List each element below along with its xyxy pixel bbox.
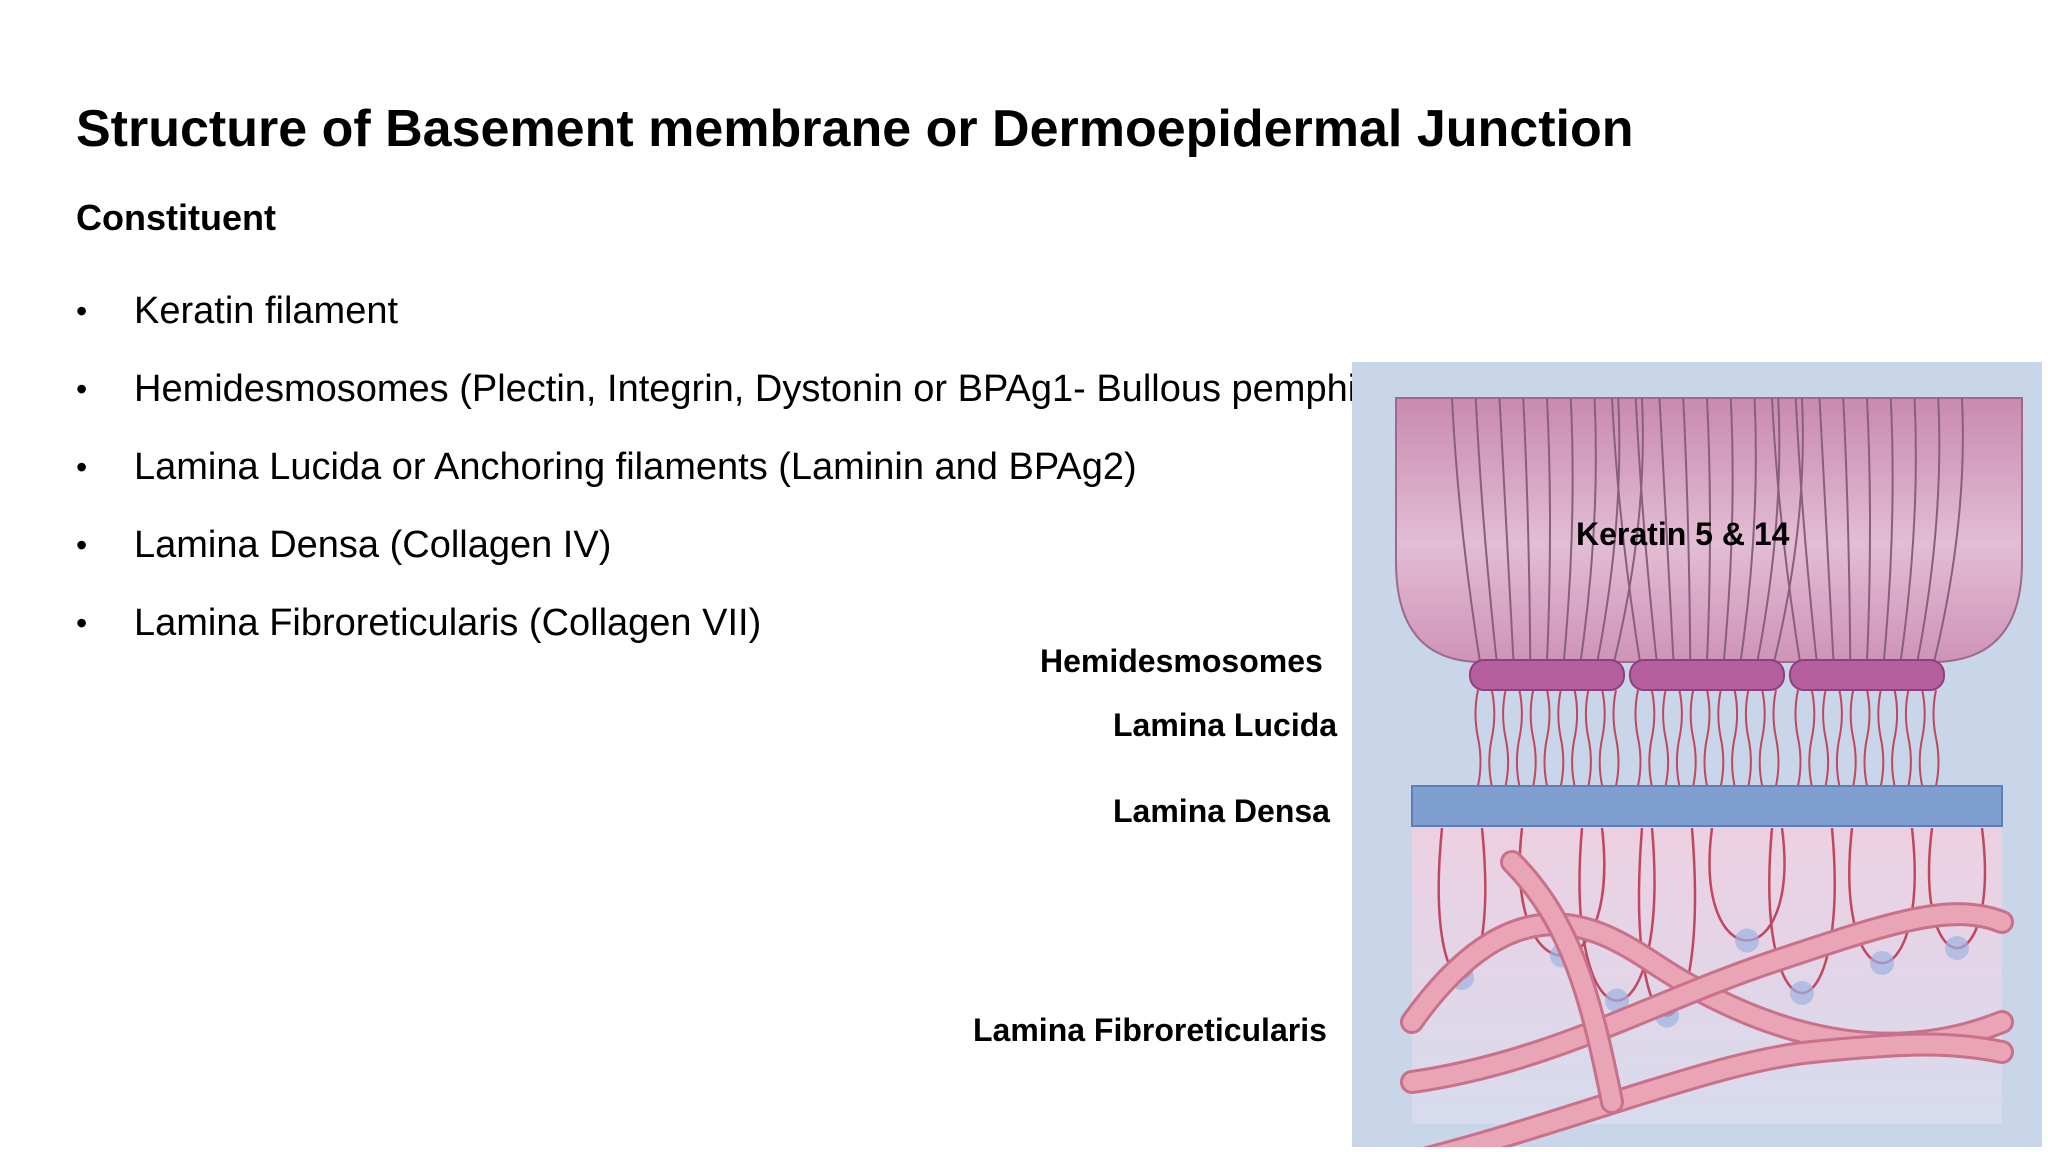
anchoring-filament — [1822, 689, 1830, 787]
keratin-filament — [1882, 397, 1894, 663]
label-keratin: Keratin 5 & 14 — [1576, 516, 1790, 552]
anchoring-filament — [1634, 689, 1642, 787]
anchoring-filament — [1557, 689, 1565, 787]
keratin-filament — [1546, 397, 1551, 663]
keratin-filament — [1579, 397, 1597, 663]
label-hemidesmosomes: Hemidesmosomes — [1040, 643, 1323, 679]
keratin-filament — [1933, 397, 1964, 663]
keratin-filament — [1842, 397, 1852, 663]
label-lamina-fibroreticularis: Lamina Fibroreticularis — [973, 1012, 1327, 1048]
anchoring-filament — [1515, 689, 1523, 787]
keratin-filament — [1866, 397, 1871, 663]
keratin-filament — [1771, 397, 1801, 663]
anchoring-filament — [1502, 689, 1510, 787]
keratin-filaments — [1451, 397, 1964, 663]
list-item: • Lamina Densa (Collagen IV) — [76, 506, 1608, 584]
collagen-fibers — [1400, 850, 2014, 1147]
anchoring-filament — [1488, 689, 1496, 787]
anchoring-filament — [1918, 689, 1926, 787]
anchoring-filament — [1529, 689, 1537, 787]
keratin-filament — [1794, 397, 1818, 663]
anchoring-filament — [1648, 689, 1656, 787]
keratin-filament — [1522, 397, 1532, 663]
anchoring-plaque — [1790, 981, 1814, 1005]
keratin-filament — [1634, 397, 1658, 663]
list-item-text: Lamina Fibroreticularis (Collagen VII) — [134, 601, 762, 644]
anchoring-filament — [1612, 689, 1620, 787]
hemidesmosome-plaque — [1469, 659, 1625, 691]
keratin-filament — [1682, 397, 1692, 663]
anchoring-plaque — [1870, 951, 1894, 975]
anchoring-filament — [1932, 689, 1940, 787]
anchoring-filament — [1689, 689, 1697, 787]
slide-title: Structure of Basement membrane or Dermoe… — [76, 100, 1634, 158]
keratin-filament — [1451, 397, 1481, 663]
anchoring-plaque — [1605, 988, 1629, 1013]
anchoring-filament — [1877, 689, 1885, 787]
keratin-filament — [1596, 397, 1621, 663]
anchoring-filament — [1717, 689, 1725, 787]
keratin-filament — [1818, 397, 1835, 663]
anchoring-filament — [1598, 689, 1606, 787]
keratin-filament — [1756, 397, 1781, 663]
label-lamina-densa: Lamina Densa — [1113, 793, 1330, 829]
basement-membrane-illustration — [1352, 362, 2042, 1147]
keratin-filament — [1916, 397, 1941, 663]
anchoring-filament — [1703, 689, 1711, 787]
list-item-text: Lamina Densa (Collagen IV) — [134, 523, 612, 566]
bullet-dot: • — [76, 292, 88, 329]
keratin-filament — [1613, 397, 1644, 663]
anchoring-filament — [1808, 689, 1816, 787]
basement-membrane-diagram: Keratin 5 & 14 — [1352, 362, 2042, 1147]
anchoring-filament — [1662, 689, 1670, 787]
keratin-filament — [1474, 397, 1498, 663]
anchoring-filament — [1571, 689, 1579, 787]
collagen-fiber — [1503, 853, 1621, 1111]
keratin-filament — [1773, 397, 1804, 663]
anchoring-filament — [1794, 689, 1802, 787]
keratin-filament — [1899, 397, 1917, 663]
keratin-filament — [1658, 397, 1675, 663]
bullet-dot: • — [76, 448, 88, 485]
list-item-text: Keratin filament — [134, 289, 399, 332]
collagen-fiber — [1434, 1035, 2011, 1147]
list-item: • Lamina Fibroreticularis (Collagen VII) — [76, 584, 1608, 662]
anchoring-filament — [1772, 689, 1780, 787]
hemidesmosome-plaques — [1469, 659, 1945, 691]
collagen-fiber — [1403, 905, 2011, 1091]
keratin-filament — [1611, 397, 1641, 663]
subtitle-constituent: Constituent — [76, 197, 276, 238]
anchoring-filament — [1863, 689, 1871, 787]
anchoring-filament — [1675, 689, 1683, 787]
anchoring-filament — [1891, 689, 1899, 787]
bullet-dot: • — [76, 370, 88, 407]
anchoring-plaque — [1945, 936, 1969, 960]
list-item: • Lamina Lucida or Anchoring filaments (… — [76, 428, 1608, 506]
anchoring-filament — [1758, 689, 1766, 787]
anchoring-filament — [1904, 689, 1912, 787]
keratin-filament — [1498, 397, 1515, 663]
list-item-text: Lamina Lucida or Anchoring filaments (La… — [134, 445, 1137, 488]
label-lamina-lucida: Lamina Lucida — [1113, 707, 1338, 743]
anchoring-filaments — [1474, 689, 1940, 787]
bullet-dot: • — [76, 604, 88, 641]
list-item: • Keratin filament — [76, 272, 1608, 350]
keratin-filament — [1739, 397, 1757, 663]
anchoring-filament — [1474, 689, 1482, 787]
anchoring-plaque — [1735, 928, 1759, 953]
keratin-filament — [1562, 397, 1574, 663]
anchoring-filament — [1543, 689, 1551, 787]
hemidesmosome-plaque — [1789, 659, 1945, 691]
keratin-filament — [1722, 397, 1734, 663]
bullet-dot: • — [76, 526, 88, 563]
lamina-densa-band — [1411, 785, 2003, 827]
anchoring-filament — [1584, 689, 1592, 787]
anchoring-filament — [1731, 689, 1739, 787]
anchoring-filament — [1849, 689, 1857, 787]
keratin-filament — [1706, 397, 1711, 663]
anchoring-filament — [1835, 689, 1843, 787]
anchoring-filament — [1744, 689, 1752, 787]
hemidesmosome-plaque — [1629, 659, 1785, 691]
